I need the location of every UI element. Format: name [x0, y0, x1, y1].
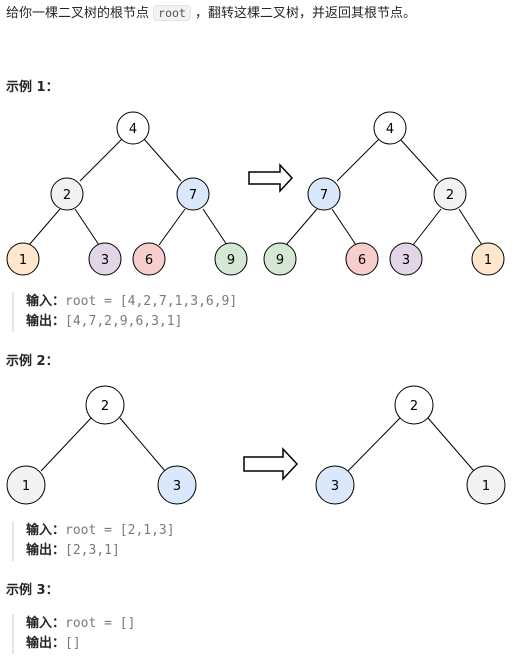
output-line: 输出：[4,7,2,9,6,3,1]: [26, 312, 237, 332]
tree-node: 1: [6, 465, 46, 505]
svg-text:2: 2: [410, 399, 418, 414]
example-1-output-tree: 4 7 2 9 6 3 1: [263, 111, 505, 276]
svg-text:2: 2: [63, 188, 71, 203]
svg-text:7: 7: [189, 188, 197, 203]
tree-node: 2: [394, 385, 434, 425]
tree-node: 3: [315, 465, 355, 505]
arrow-right-icon: [248, 163, 294, 193]
tree-node: 7: [307, 177, 341, 211]
tree-node: 1: [6, 242, 40, 276]
svg-text:9: 9: [276, 253, 284, 268]
tree-node: 9: [214, 242, 248, 276]
example-2-output-tree: 2 3 1: [315, 385, 506, 505]
example-2-title: 示例 2：: [6, 354, 59, 369]
svg-text:1: 1: [484, 253, 492, 268]
output-value: []: [65, 636, 81, 651]
svg-text:2: 2: [446, 188, 454, 203]
svg-text:6: 6: [145, 253, 153, 268]
example-2-io: 输入：root = [2,1,3] 输出：[2,3,1]: [12, 521, 175, 561]
tree-node: 2: [433, 177, 467, 211]
tree-node: 1: [471, 242, 505, 276]
input-line: 输入：root = [4,2,7,1,3,6,9]: [26, 292, 237, 312]
tree-node: 4: [116, 111, 150, 145]
svg-text:9: 9: [227, 253, 235, 268]
output-label: 输出：: [26, 543, 66, 558]
svg-text:3: 3: [173, 479, 181, 494]
input-label: 输入：: [26, 616, 66, 631]
example-1-input-tree: 4 2 7 1 3 6 9: [6, 111, 248, 276]
root-code: root: [153, 5, 191, 21]
svg-text:4: 4: [386, 122, 394, 137]
tree-node: 1: [466, 465, 506, 505]
example-3-io: 输入：root = [] 输出：[]: [12, 614, 135, 654]
input-label: 输入：: [26, 294, 66, 309]
tree-node: 2: [85, 385, 125, 425]
output-line: 输出：[]: [26, 634, 135, 654]
svg-text:3: 3: [402, 253, 410, 268]
example-1-title: 示例 1：: [6, 80, 59, 95]
example-2-input-tree: 2 1 3: [6, 385, 197, 505]
output-label: 输出：: [26, 636, 66, 651]
tree-node: 6: [345, 242, 379, 276]
output-label: 输出：: [26, 314, 66, 329]
tree-node: 3: [157, 465, 197, 505]
example-2-diagram: 2 1 3 2 3 1: [6, 385, 506, 505]
example-1-diagram: 4 2 7 1 3 6 9 4 7 2 9 6 3 1: [6, 111, 505, 276]
intro-text-before: 给你一棵二叉树的根节点: [6, 6, 154, 21]
example-1-io: 输入：root = [4,2,7,1,3,6,9] 输出：[4,7,2,9,6,…: [12, 292, 237, 332]
example-3-title: 示例 3：: [6, 583, 59, 598]
svg-text:4: 4: [129, 122, 137, 137]
tree-node: 9: [263, 242, 297, 276]
output-value: [2,3,1]: [65, 543, 120, 558]
tree-node: 2: [50, 177, 84, 211]
input-value: root = [4,2,7,1,3,6,9]: [65, 294, 238, 309]
svg-text:1: 1: [22, 479, 30, 494]
tree-node: 4: [373, 111, 407, 145]
tree-node: 3: [389, 242, 423, 276]
output-line: 输出：[2,3,1]: [26, 541, 175, 561]
tree-node: 3: [88, 242, 122, 276]
svg-text:3: 3: [331, 479, 339, 494]
input-value: root = []: [65, 616, 136, 631]
input-line: 输入：root = []: [26, 614, 135, 634]
arrow-right-icon: [243, 447, 299, 481]
svg-text:6: 6: [358, 253, 366, 268]
tree-node: 6: [132, 242, 166, 276]
input-label: 输入：: [26, 523, 66, 538]
svg-text:1: 1: [482, 479, 490, 494]
input-value: root = [2,1,3]: [65, 523, 175, 538]
svg-text:7: 7: [320, 188, 328, 203]
intro-text-after: ，翻转这棵二叉树，并返回其根节点。: [190, 6, 416, 21]
svg-text:2: 2: [101, 399, 109, 414]
problem-description: 给你一棵二叉树的根节点 root ，翻转这棵二叉树，并返回其根节点。: [6, 3, 416, 24]
svg-text:3: 3: [101, 253, 109, 268]
input-line: 输入：root = [2,1,3]: [26, 521, 175, 541]
output-value: [4,7,2,9,6,3,1]: [65, 314, 183, 329]
svg-text:1: 1: [19, 253, 27, 268]
tree-node: 7: [176, 177, 210, 211]
